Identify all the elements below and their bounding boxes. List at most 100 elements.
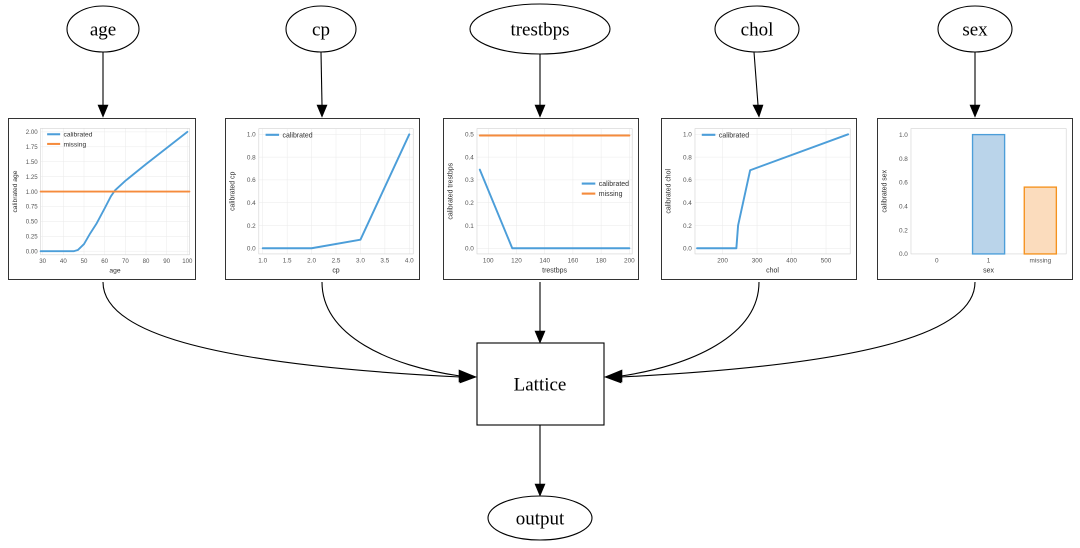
x-tick-label: 500 <box>821 257 832 264</box>
series-calibrated <box>478 168 631 250</box>
node-chol-label: chol <box>741 20 774 41</box>
y-tick-label: 0.2 <box>465 200 474 207</box>
x-axis-label: cp <box>332 267 339 274</box>
y-tick-label: 2.00 <box>26 129 39 136</box>
x-axis-label: trestbps <box>542 267 567 274</box>
node-output-label: output <box>516 509 565 530</box>
series-calibrated <box>696 133 850 250</box>
y-axis-label: calibrated chol <box>666 168 673 213</box>
x-tick-label: 70 <box>122 258 129 265</box>
x-axis-label: age <box>109 268 120 275</box>
y-tick-label: 0.2 <box>899 227 908 234</box>
bar <box>1023 186 1058 255</box>
edge-trestbps-to-trestbps-chart <box>534 52 546 118</box>
x-tick-label: 400 <box>786 257 797 264</box>
x-tick-label: 160 <box>568 257 579 264</box>
node-sex[interactable]: sex <box>937 5 1013 53</box>
x-tick-label: 4.0 <box>405 257 414 264</box>
x-tick-label: 100 <box>483 257 494 264</box>
y-tick-label: 1.0 <box>247 132 256 139</box>
y-tick-label: 0.5 <box>465 132 474 139</box>
y-tick-label: 0.0 <box>247 246 256 253</box>
y-tick-label: 0.6 <box>683 177 692 184</box>
x-tick-label: 180 <box>596 257 607 264</box>
y-tick-label: 1.75 <box>26 144 39 151</box>
node-output[interactable]: output <box>487 495 593 541</box>
legend-label: calibrated <box>719 132 749 139</box>
y-tick-label: 0.0 <box>899 251 908 258</box>
edge-cp-chart-to-lattice <box>321 281 477 383</box>
x-tick-label: 1.5 <box>283 257 292 264</box>
x-tick-label: 40 <box>60 258 67 265</box>
node-chol[interactable]: chol <box>714 5 800 53</box>
x-tick-label: 1 <box>987 257 991 264</box>
edge-chol-chart-to-lattice <box>604 281 760 383</box>
y-tick-label: 0.8 <box>683 154 692 161</box>
y-tick-label: 0.1 <box>465 223 474 230</box>
y-tick-label: 0.75 <box>26 204 39 211</box>
edge-age-to-age-chart <box>97 52 109 118</box>
edge-sex-to-sex-chart <box>969 52 981 118</box>
node-lattice-label: Lattice <box>514 375 567 396</box>
x-tick-label: 140 <box>539 257 550 264</box>
x-tick-label: 3.5 <box>380 257 389 264</box>
x-tick-label: 80 <box>143 258 150 265</box>
y-axis-label: calibrated age <box>12 170 19 212</box>
x-tick-label: 2.5 <box>332 257 341 264</box>
node-sex-label: sex <box>962 20 988 41</box>
series-calibrated <box>39 130 189 253</box>
x-tick-label: 100 <box>182 258 193 265</box>
legend: calibrated <box>265 132 313 139</box>
y-tick-label: 0.6 <box>247 177 256 184</box>
y-axis-label: calibrated cp <box>229 171 236 210</box>
y-tick-label: 0.50 <box>26 219 39 226</box>
x-tick-label: 200 <box>717 257 728 264</box>
edge-cp-to-cp-chart <box>316 51 328 118</box>
node-cp[interactable]: cp <box>285 5 357 53</box>
x-tick-label: 200 <box>624 257 635 264</box>
y-tick-label: 0.4 <box>247 200 256 207</box>
y-tick-label: 0.4 <box>899 204 908 211</box>
x-tick-label: 120 <box>511 257 522 264</box>
bar <box>971 133 1006 255</box>
y-tick-label: 0.3 <box>465 177 474 184</box>
y-tick-label: 1.0 <box>899 132 908 139</box>
edge-lattice-to-output <box>534 425 546 497</box>
node-trestbps[interactable]: trestbps <box>469 3 611 55</box>
x-tick-label: 50 <box>81 258 88 265</box>
y-tick-label: 0.4 <box>465 154 474 161</box>
legend-label: missing <box>63 141 86 148</box>
chart-trestbps: 0.0 0.1 0.2 0.3 0.4 0.5 100 120 140 160 180 200 tres… <box>448 128 635 274</box>
x-tick-label: 2.0 <box>307 257 316 264</box>
node-trestbps-label: trestbps <box>510 20 569 41</box>
x-axis-label: sex <box>983 267 994 274</box>
y-tick-label: 0.6 <box>899 180 908 187</box>
y-tick-label: 0.0 <box>465 246 474 253</box>
node-age[interactable]: age <box>66 5 140 53</box>
edge-chol-to-chol-chart <box>752 51 764 118</box>
x-axis-label: chol <box>766 267 779 274</box>
y-tick-label: 1.0 <box>683 132 692 139</box>
x-tick-label: 90 <box>163 258 170 265</box>
y-tick-label: 1.50 <box>26 159 39 166</box>
legend-label: missing <box>599 191 623 198</box>
x-tick-label: 300 <box>752 257 763 264</box>
x-tick-label: 3.0 <box>356 257 365 264</box>
x-tick-label: 0 <box>935 257 939 264</box>
chart-panel-trestbps[interactable]: 0.0 0.1 0.2 0.3 0.4 0.5 100 120 140 160 180 200 tres… <box>443 118 639 280</box>
legend: calibrated <box>701 132 749 139</box>
y-tick-label: 1.25 <box>26 174 39 181</box>
node-lattice[interactable]: Lattice <box>476 342 605 426</box>
y-tick-label: 0.8 <box>247 154 256 161</box>
